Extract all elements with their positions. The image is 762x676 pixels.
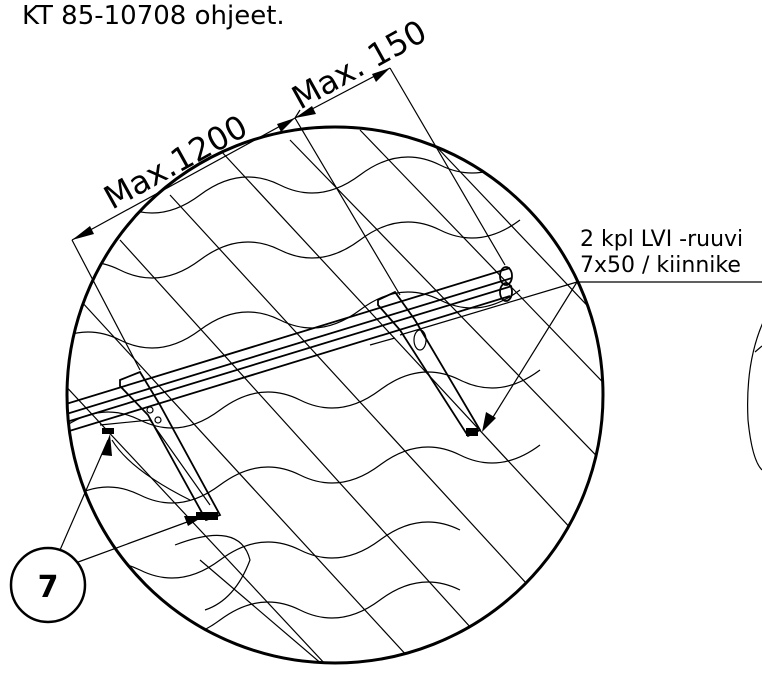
header-text: KT 85-10708 ohjeet. — [22, 1, 285, 31]
adjacent-detail-circle — [747, 323, 762, 471]
underlay-edge — [174, 534, 251, 611]
snow-guard-rail — [67, 266, 513, 441]
fastener-plate-left — [196, 512, 218, 520]
roof-detail-view — [67, 127, 603, 663]
dimension-max-overhang: Max. 150 — [285, 12, 432, 117]
tile-seam-lines — [67, 129, 603, 663]
fastener-plate-right — [466, 428, 478, 436]
rail-bracket-right — [369, 290, 482, 438]
screw-callout: 2 kpl LVI -ruuvi 7x50 / kiinnike — [399, 227, 762, 432]
item-number: 7 — [38, 570, 59, 605]
callout-line-1: 2 kpl LVI -ruuvi — [580, 227, 743, 252]
item-number-circle — [9, 546, 87, 624]
callout-line-2: 7x50 / kiinnike — [580, 253, 741, 278]
callout-arrow-icon — [482, 412, 496, 432]
item-marker: 7 — [9, 434, 204, 624]
rail-bracket-left — [99, 370, 222, 522]
detail-circle — [65, 125, 605, 665]
dimension-lines — [71, 67, 506, 371]
